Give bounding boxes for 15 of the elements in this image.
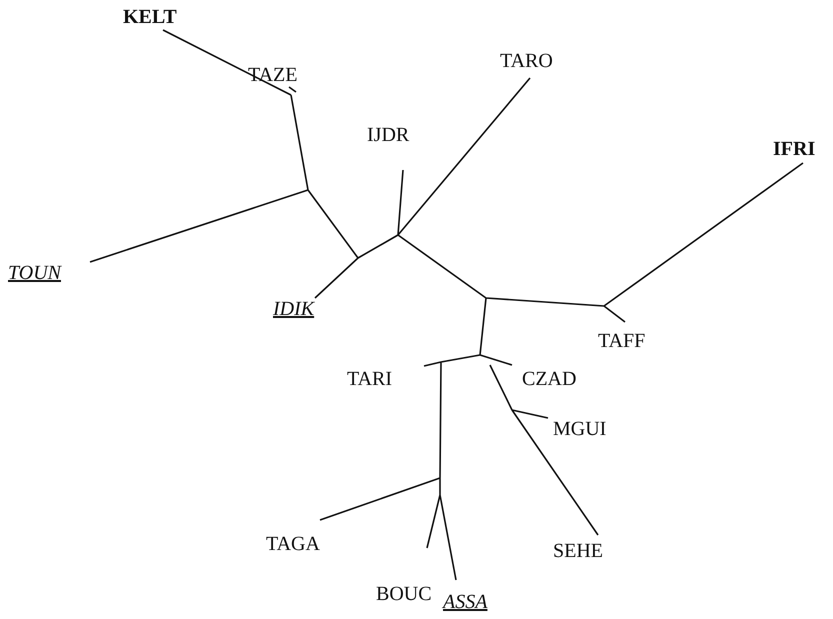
taxon-label: BOUC (376, 583, 432, 605)
taxon-label: CZAD (522, 368, 576, 390)
taxon-label: ASSA (443, 591, 488, 613)
taxon-label: MGUI (553, 418, 606, 440)
taxon-label: TAFF (598, 330, 646, 352)
taxon-label: KELT (123, 6, 177, 28)
taxon-label: TAGA (266, 533, 320, 555)
taxon-label: TARO (500, 50, 553, 72)
taxon-label: IJDR (367, 124, 410, 146)
taxon-label: TARI (347, 368, 392, 390)
taxon-label: TOUN (8, 262, 61, 284)
taxon-label: SEHE (553, 540, 603, 562)
taxon-label: IFRI (773, 138, 816, 160)
taxon-label: TAZE (248, 64, 298, 86)
taxon-label: IDIK (273, 298, 314, 320)
